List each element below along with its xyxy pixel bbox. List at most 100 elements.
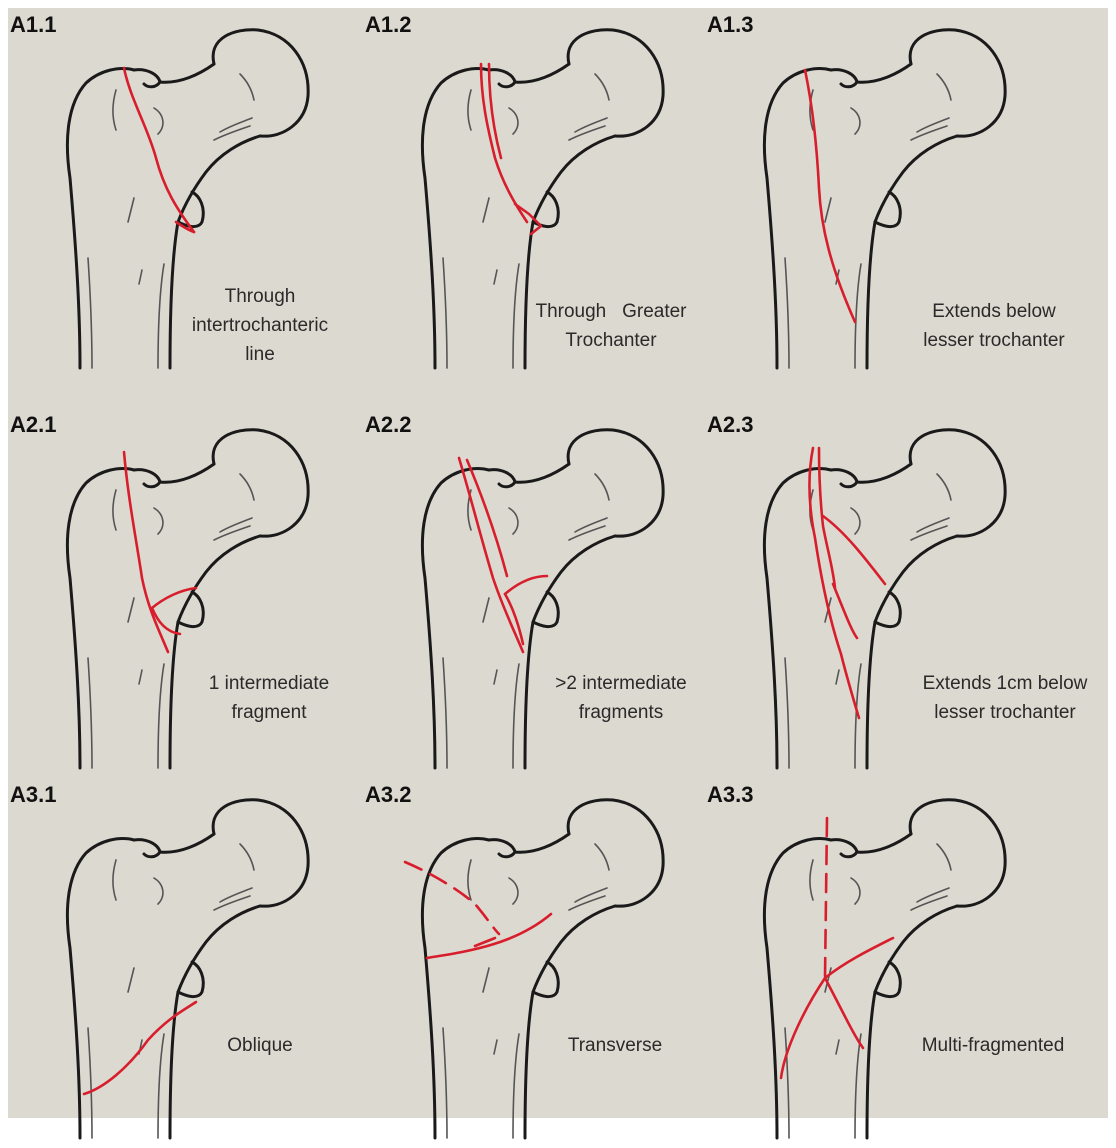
bone-outline [875, 536, 957, 622]
classification-code: A3.3 [707, 782, 753, 808]
bone-texture-line [569, 896, 605, 910]
caption: Extends 1cm below lesser trochanter [900, 669, 1110, 727]
bone-texture-line [851, 878, 860, 904]
bone-texture-line [220, 888, 252, 902]
bone-outline [422, 839, 489, 1138]
caption-line: lesser trochanter [900, 698, 1110, 727]
bone-texture-line [220, 118, 252, 132]
bone-texture-line [468, 860, 471, 900]
fracture-line [427, 914, 551, 958]
bone-texture-line [240, 474, 254, 500]
panel-a2-1: A2.1 1 intermediate fragment [8, 408, 374, 778]
bone-outline [867, 992, 875, 1138]
bone-texture-line [240, 844, 254, 870]
fracture-line [833, 584, 857, 638]
bone-outline [515, 64, 569, 82]
bone-texture-line [220, 518, 252, 532]
bone-outline [489, 70, 515, 87]
caption-line: >2 intermediate [531, 669, 711, 698]
diagram-canvas: A1.1 Through intertrochanteric line A1.2… [8, 8, 1108, 1118]
bone-outline [67, 839, 134, 1138]
classification-code: A3.1 [10, 782, 56, 808]
bone-outline [857, 64, 911, 82]
bone-outline [160, 834, 214, 852]
bone-outline [857, 834, 911, 852]
classification-code: A1.1 [10, 12, 56, 38]
panel-a3-1: A3.1 Oblique [8, 778, 374, 1148]
caption: 1 intermediate fragment [179, 669, 359, 727]
bone-texture-line [911, 526, 947, 540]
bone-texture-line [569, 526, 605, 540]
bone-texture-line [483, 968, 489, 992]
bone-outline [213, 30, 308, 136]
bone-texture-line [509, 508, 518, 534]
bone-texture-line [154, 108, 163, 134]
bone-texture-line [825, 198, 831, 222]
caption: Multi-fragmented [903, 1031, 1083, 1060]
bone-outline [867, 622, 875, 768]
bone-texture-line [810, 860, 813, 900]
bone-outline [831, 840, 857, 857]
bone-texture-line [214, 126, 250, 140]
bone-outline [831, 70, 857, 87]
panel-a2-2: A2.2 >2 intermediate fragments [363, 408, 729, 778]
classification-code: A1.2 [365, 12, 411, 38]
bone-texture-line [88, 258, 92, 368]
bone-texture-line [483, 598, 489, 622]
bone-outline [170, 622, 178, 768]
bone-texture-line [575, 888, 607, 902]
caption: >2 intermediate fragments [531, 669, 711, 727]
bone-texture-line [595, 474, 609, 500]
bone-outline [515, 464, 569, 482]
bone-texture-line [128, 198, 134, 222]
caption-line: fragments [531, 698, 711, 727]
caption: Through intertrochanteric line [170, 282, 350, 369]
bone-texture-line [785, 258, 789, 368]
bone-outline [568, 800, 663, 906]
bone-outline [875, 136, 957, 222]
bone-texture-line [443, 258, 447, 368]
bone-texture-line [911, 126, 947, 140]
caption: Transverse [525, 1031, 705, 1060]
fracture-line [805, 70, 855, 322]
bone-texture-line [851, 108, 860, 134]
bone-texture-line [937, 74, 951, 100]
bone-texture-line [240, 74, 254, 100]
caption-line: intertrochanteric [170, 311, 350, 340]
bone-texture-line [483, 198, 489, 222]
bone-texture-line [509, 108, 518, 134]
bone-outline [178, 536, 260, 622]
bone-texture-line [575, 518, 607, 532]
bone-texture-line [113, 490, 116, 530]
bone-outline [160, 464, 214, 482]
bone-texture-line [128, 598, 134, 622]
fracture-line [825, 978, 863, 1048]
femur-drawing [764, 800, 1005, 1138]
caption-line: Through Greater [521, 297, 701, 326]
bone-texture-line [937, 474, 951, 500]
bone-texture-line [113, 860, 116, 900]
bone-outline [489, 470, 515, 487]
bone-outline [857, 464, 911, 482]
femur-illustration [8, 778, 374, 1148]
bone-texture-line [575, 118, 607, 132]
bone-texture-line [158, 264, 164, 368]
caption-line: Extends below [904, 297, 1084, 326]
bone-texture-line [214, 526, 250, 540]
femur-illustration [363, 778, 729, 1148]
fracture-line [825, 818, 827, 978]
bone-texture-line [513, 664, 519, 768]
bone-outline [67, 69, 134, 368]
bone-outline [178, 136, 260, 222]
caption-line: Trochanter [521, 326, 701, 355]
bone-texture-line [513, 1034, 519, 1138]
bone-texture-line [494, 270, 497, 284]
bone-outline [875, 906, 957, 992]
bone-texture-line [851, 508, 860, 534]
bone-texture-line [836, 1040, 839, 1054]
bone-outline [489, 840, 515, 857]
bone-texture-line [88, 1028, 92, 1138]
bone-texture-line [154, 508, 163, 534]
panel-a1-1: A1.1 Through intertrochanteric line [8, 8, 374, 378]
classification-code: A1.3 [707, 12, 753, 38]
